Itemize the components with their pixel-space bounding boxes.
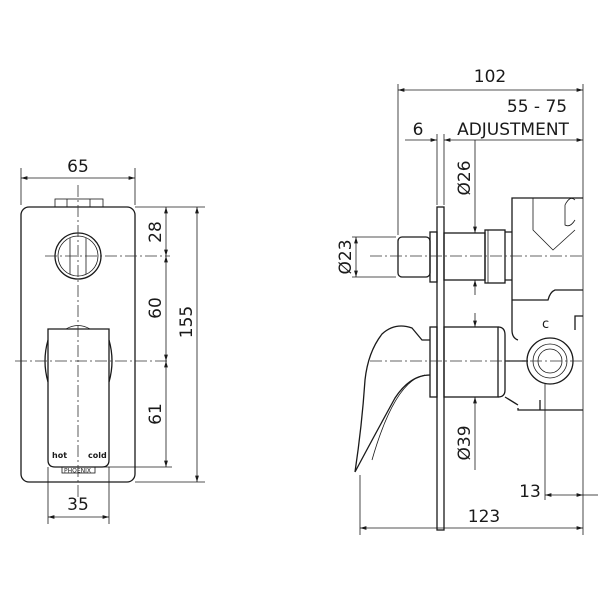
cold-label: cold (88, 451, 107, 460)
dim-dia-23: Ø23 (336, 239, 356, 274)
dim-dia-39: Ø39 (455, 425, 475, 460)
dim-102: 102 (474, 67, 506, 87)
front-view: hot cold PHOENIX 65 28 60 61 155 35 (15, 157, 205, 524)
valve-body (505, 197, 583, 341)
wall-plate (436, 206, 445, 531)
lever-sleeve (443, 326, 499, 398)
dim-13: 13 (519, 482, 541, 502)
dim-35: 35 (67, 495, 89, 515)
dim-61: 61 (146, 403, 166, 425)
hot-label: hot (52, 451, 67, 460)
top-tab (54, 198, 104, 208)
dim-adjustment-range: 55 - 75 (507, 97, 567, 117)
dim-28: 28 (146, 221, 166, 243)
brand-label: PHOENIX (64, 468, 91, 475)
side-view: c 102 55 - 75 ADJUSTMENT 6 Ø26 Ø23 Ø39 1… (336, 67, 598, 535)
dim-6: 6 (413, 120, 424, 140)
lever-handle (354, 325, 431, 473)
nut (484, 229, 506, 284)
mixer-handle (47, 328, 110, 468)
dim-width: 65 (67, 157, 89, 177)
dim-123: 123 (468, 507, 500, 527)
dim-155: 155 (177, 306, 197, 338)
dim-dia-26: Ø26 (455, 160, 475, 195)
adjustment-label: ADJUSTMENT (457, 120, 569, 140)
spout-stub (397, 236, 431, 278)
dim-60: 60 (146, 297, 166, 319)
cold-marker: c (542, 317, 549, 332)
